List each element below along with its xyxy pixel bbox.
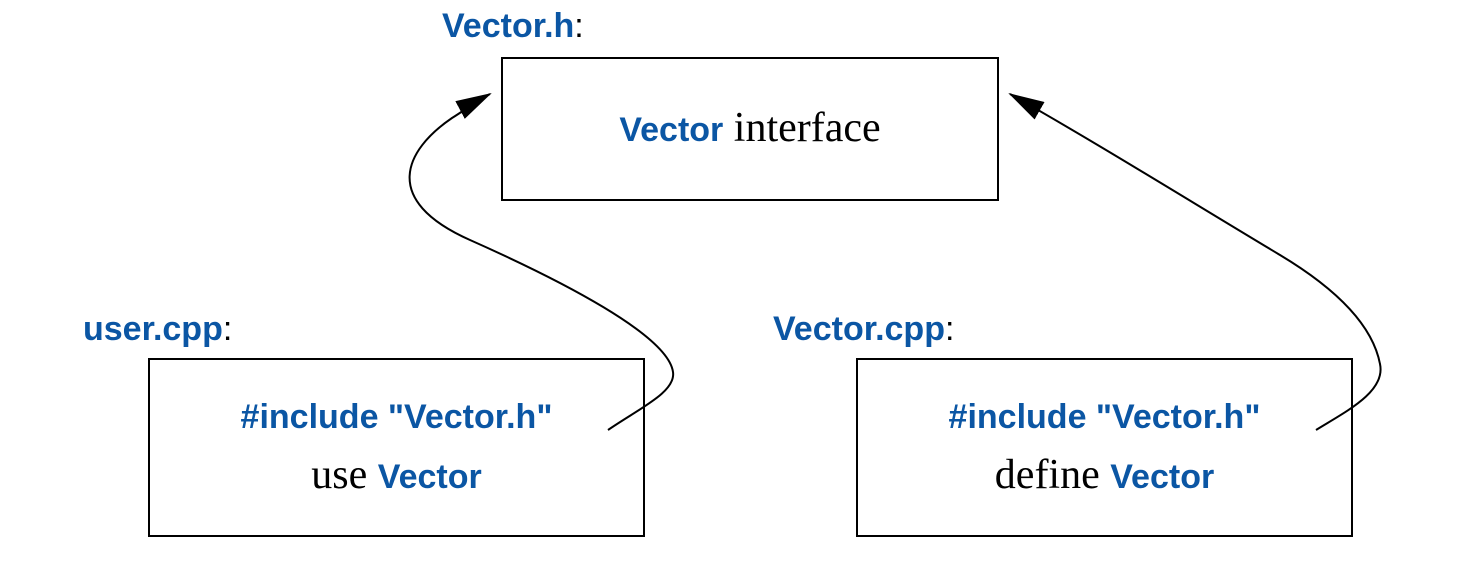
impl-define-line: define Vector <box>858 452 1351 500</box>
impl-include-directive: #include "Vector.h" <box>948 398 1261 436</box>
user-source-box: #include "Vector.h" use Vector <box>148 358 645 537</box>
header-box-code-word: Vector <box>619 111 724 149</box>
user-use-code-word: Vector <box>377 458 482 496</box>
header-filename: Vector.h <box>442 7 575 45</box>
header-box-label: interface <box>723 105 881 151</box>
user-filename-colon: : <box>222 310 233 348</box>
impl-filename-colon: : <box>944 310 955 348</box>
user-use-line: use Vector <box>150 452 643 500</box>
impl-to-header-arrow <box>1008 93 1382 431</box>
impl-source-box: #include "Vector.h" define Vector <box>856 358 1353 537</box>
user-include-line: #include "Vector.h" <box>150 397 643 438</box>
user-use-label: use <box>311 452 378 498</box>
impl-include-line: #include "Vector.h" <box>858 397 1351 438</box>
impl-filename: Vector.cpp <box>773 310 945 348</box>
header-file-label: Vector.h: <box>442 6 584 47</box>
user-to-header-arrow <box>408 93 675 431</box>
impl-file-label: Vector.cpp: <box>773 309 954 350</box>
header-filename-colon: : <box>574 7 584 45</box>
user-filename: user.cpp <box>83 310 223 348</box>
header-box-text: Vector interface <box>503 105 997 153</box>
user-file-label: user.cpp: <box>83 309 232 350</box>
header-interface-box: Vector interface <box>501 57 999 201</box>
impl-define-label: define <box>994 452 1111 498</box>
user-include-directive: #include "Vector.h" <box>240 398 553 436</box>
impl-define-code-word: Vector <box>1110 458 1215 496</box>
